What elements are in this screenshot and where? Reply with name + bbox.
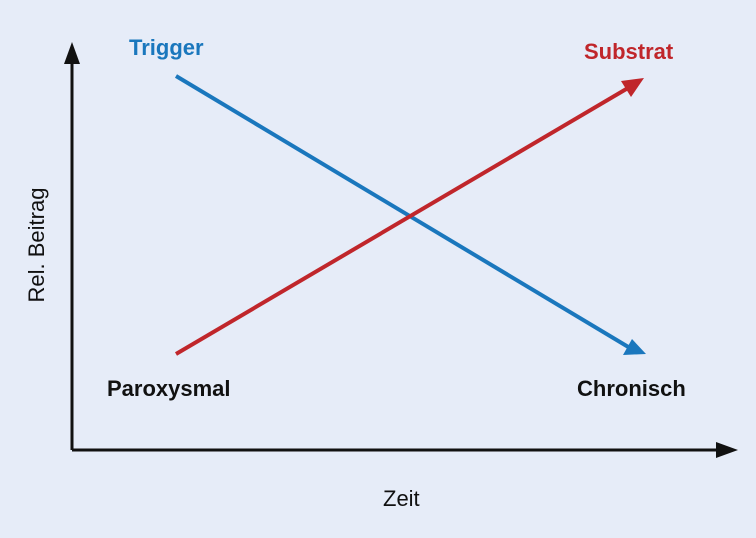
substrat-label: Substrat bbox=[584, 39, 674, 64]
paroxysmal-label: Paroxysmal bbox=[107, 376, 231, 401]
y-axis-arrowhead bbox=[64, 42, 80, 64]
trigger-label: Trigger bbox=[129, 35, 204, 60]
substrat-line bbox=[174, 86, 630, 356]
x-axis-arrowhead bbox=[716, 442, 738, 458]
y-axis-label: Rel. Beitrag bbox=[24, 187, 49, 303]
x-axis-label: Zeit bbox=[383, 486, 420, 511]
chronisch-label: Chronisch bbox=[577, 376, 686, 401]
trigger-arrowhead bbox=[623, 339, 646, 355]
trigger-line bbox=[174, 74, 632, 350]
substrat-arrowhead bbox=[621, 78, 644, 97]
